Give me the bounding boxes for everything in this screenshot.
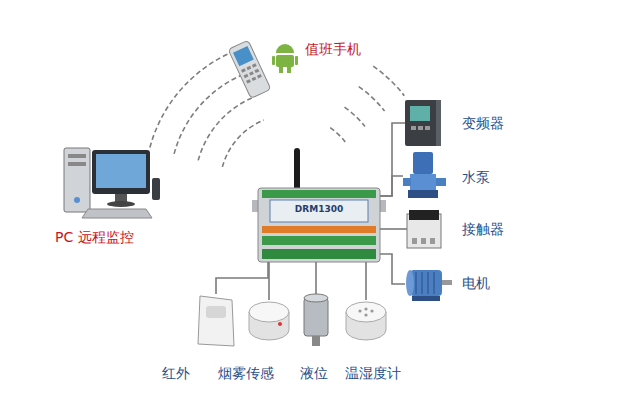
motor-node: 电机 bbox=[405, 266, 490, 302]
pc-node: PC 远程监控 bbox=[55, 145, 162, 246]
wire bbox=[380, 254, 405, 284]
wireless-wave bbox=[150, 51, 236, 148]
node-label: 电机 bbox=[462, 274, 490, 292]
wire bbox=[315, 262, 317, 294]
controller-device bbox=[252, 148, 386, 262]
wireless-wave bbox=[198, 97, 254, 160]
inverter-node: 变频器 bbox=[405, 100, 504, 146]
node-label: 温湿度计 bbox=[345, 364, 401, 382]
contactor-node: 接触器 bbox=[407, 210, 504, 248]
wireless-wave bbox=[373, 66, 404, 96]
smoke-sensor-icon bbox=[249, 302, 289, 340]
node-label: DRM1300 bbox=[295, 204, 343, 215]
level-node: 液位 bbox=[300, 294, 330, 382]
wireless-wave bbox=[359, 87, 385, 111]
wireless-wave bbox=[330, 128, 345, 142]
wire bbox=[365, 262, 367, 300]
android-icon bbox=[272, 44, 298, 73]
wire bbox=[380, 123, 405, 196]
mobile-phone-icon bbox=[228, 40, 271, 98]
wireless-wave bbox=[345, 107, 365, 126]
node-label: 水泵 bbox=[462, 168, 490, 186]
node-label: 接触器 bbox=[462, 220, 504, 238]
wire bbox=[380, 228, 407, 230]
pump-node: 水泵 bbox=[403, 152, 490, 200]
inverter-icon bbox=[405, 100, 441, 146]
node-label: 变频器 bbox=[462, 114, 504, 132]
node-label: 红外 bbox=[162, 364, 190, 382]
motor-icon bbox=[406, 270, 452, 301]
pump-icon bbox=[403, 152, 446, 198]
phone-node: 值班手机 bbox=[226, 38, 361, 96]
smoke-node: 烟雾传感 bbox=[218, 300, 290, 382]
infrared-sensor-icon bbox=[198, 296, 234, 346]
wire bbox=[268, 262, 270, 300]
wireless-wave bbox=[222, 120, 263, 167]
controller-node: DRM1300 bbox=[258, 188, 380, 262]
level-sensor-icon bbox=[304, 294, 328, 346]
wireless-waves bbox=[150, 51, 404, 167]
node-label: 烟雾传感 bbox=[218, 364, 274, 382]
pc-icon bbox=[64, 148, 160, 218]
node-label: 液位 bbox=[300, 364, 328, 382]
node-label: 值班手机 bbox=[305, 40, 361, 58]
humidity-sensor-icon bbox=[346, 302, 386, 340]
wireless-wave bbox=[174, 74, 245, 154]
humidity-node: 温湿度计 bbox=[345, 300, 401, 382]
wire bbox=[216, 262, 268, 294]
node-label: PC 远程监控 bbox=[55, 228, 134, 246]
wire bbox=[380, 176, 403, 196]
contactor-icon bbox=[407, 210, 441, 248]
